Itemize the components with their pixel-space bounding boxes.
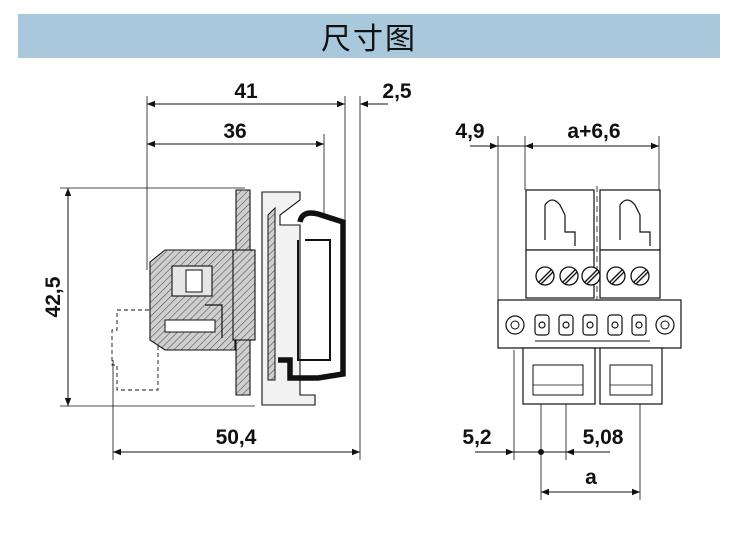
dim-42-5: 42,5 — [42, 276, 65, 317]
page-title: 尺寸图 — [321, 22, 417, 57]
dim-36: 36 — [223, 120, 246, 143]
title-bar: 尺寸图 — [18, 14, 720, 58]
dim-50-4: 50,4 — [216, 426, 257, 449]
dim-5-2: 5,2 — [462, 426, 491, 449]
dim-2-5: 2,5 — [382, 80, 412, 103]
dim-4-9: 4,9 — [455, 120, 484, 143]
dim-5-08: 5,08 — [583, 426, 624, 449]
front-view — [470, 136, 682, 500]
pin-row — [534, 314, 650, 342]
dim-41: 41 — [234, 80, 258, 103]
dim-a: a — [585, 466, 597, 489]
screw-row-upper — [535, 266, 650, 286]
dim-a-plus-6-6: a+6,6 — [567, 120, 620, 143]
side-view — [60, 96, 388, 460]
